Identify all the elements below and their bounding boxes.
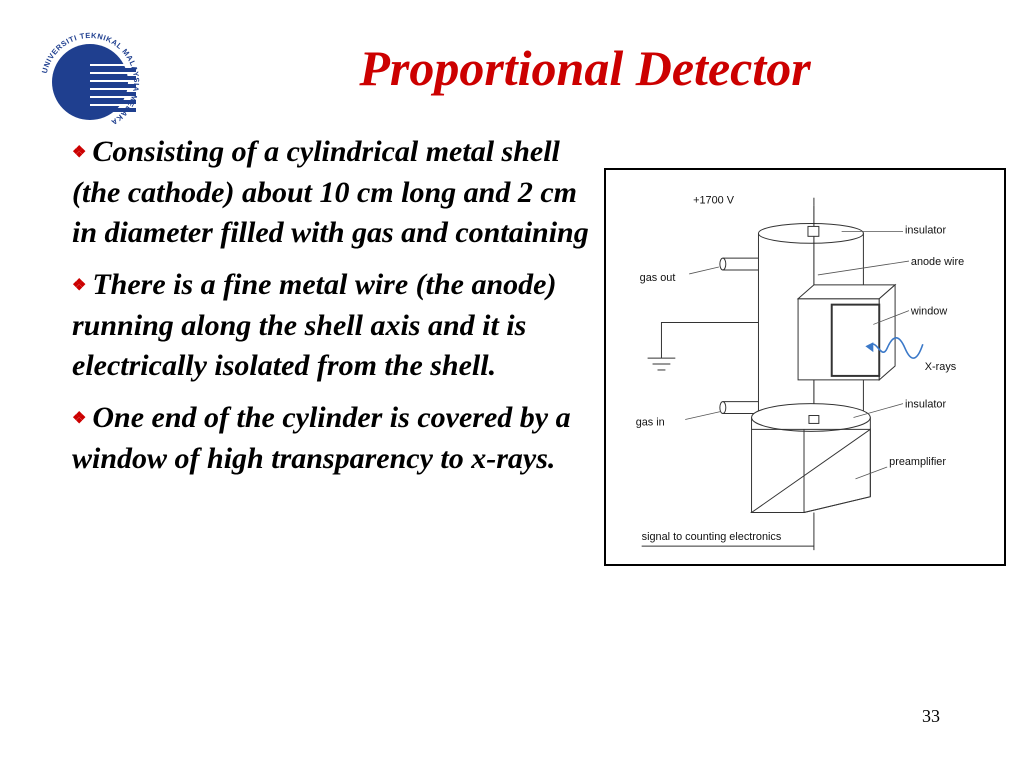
detector-diagram-svg: +1700 V insulator anode wire gas out win… <box>636 195 964 551</box>
page-number: 33 <box>922 706 940 726</box>
bullet-text: Consisting of a cylindrical metal shell … <box>72 135 589 249</box>
gas-out-pipe <box>719 257 759 271</box>
slide-title: Proportional Detector <box>359 40 811 96</box>
label-xrays: X-rays <box>925 361 957 373</box>
ground-wire <box>660 321 759 359</box>
label-gas-in: gas in <box>636 416 665 428</box>
diamond-cluster-icon: ❖ <box>72 144 87 161</box>
label-insulator-bottom: insulator <box>905 399 946 411</box>
label-insulator-top: insulator <box>905 224 946 236</box>
preamplifier-box <box>749 428 871 514</box>
bullet-text: There is a fine metal wire (the anode) r… <box>72 268 557 382</box>
diamond-cluster-icon: ❖ <box>72 410 87 427</box>
label-gas-out: gas out <box>640 272 676 284</box>
university-seal-icon: UNIVERSITI TEKNIKAL MALAYSIA MELAKA <box>40 31 141 127</box>
bullet-item: ❖There is a fine metal wire (the anode) … <box>72 265 592 386</box>
label-voltage: +1700 V <box>693 195 735 207</box>
bullet-text: One end of the cylinder is covered by a … <box>72 401 571 475</box>
cylinder-top <box>757 222 864 244</box>
xray-wave <box>868 337 924 359</box>
window-box-front <box>797 298 880 381</box>
bullet-list: ❖Consisting of a cylindrical metal shell… <box>72 132 592 491</box>
window-pane <box>830 303 881 377</box>
insulator-top-block <box>807 225 820 237</box>
bullet-item: ❖One end of the cylinder is covered by a… <box>72 398 592 479</box>
label-window: window <box>910 306 947 318</box>
diamond-cluster-icon: ❖ <box>72 277 87 294</box>
university-logo: UNIVERSITI TEKNIKAL MALAYSIA MELAKA <box>38 30 142 134</box>
detector-diagram: +1700 V insulator anode wire gas out win… <box>604 168 1006 566</box>
label-preamplifier: preamplifier <box>889 456 946 468</box>
bullet-item: ❖Consisting of a cylindrical metal shell… <box>72 132 592 253</box>
gas-in-pipe <box>719 401 759 415</box>
label-signal: signal to counting electronics <box>642 531 782 543</box>
label-anode-wire: anode wire <box>911 256 964 268</box>
ground-symbol-icon <box>647 357 676 371</box>
